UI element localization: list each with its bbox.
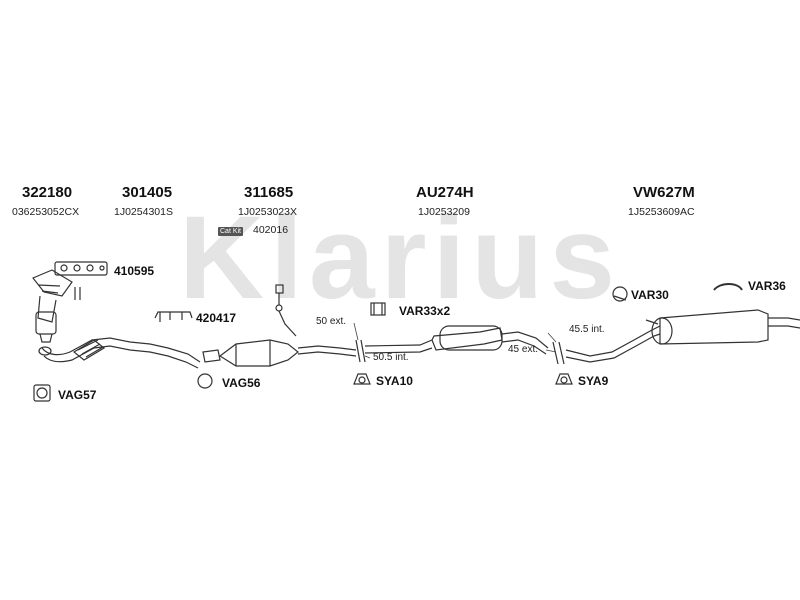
front-pipe-icon — [38, 337, 201, 369]
manifold-gasket-icon — [54, 261, 108, 276]
part-number-322180: 322180 — [22, 184, 73, 201]
oem-number-322180: 036253052CX — [12, 206, 80, 218]
label-sya10: SYA10 — [376, 374, 413, 388]
dim-45-ext: 45 ext. — [508, 344, 539, 355]
label-var33x2: VAR33x2 — [399, 304, 451, 318]
cat-kit-badge: Cat Kit — [218, 227, 244, 236]
rear-muffler-icon — [565, 309, 800, 363]
sya9-hanger-icon — [555, 373, 573, 385]
vag56-gasket-icon — [197, 373, 213, 389]
cat-flange-icon — [202, 349, 221, 363]
var30-mount-icon — [612, 286, 628, 302]
split-mark-2 — [552, 341, 565, 365]
oem-number-311685: 1J0253023X — [238, 206, 297, 218]
dim-45-5-int: 45.5 int. — [569, 324, 605, 335]
middle-pipe-icon — [364, 325, 549, 355]
bracket-420417-icon — [154, 311, 193, 322]
catalytic-converter-icon — [218, 339, 357, 367]
bolt-icon — [74, 287, 81, 300]
part-number-vw627m: VW627M — [633, 184, 695, 201]
dim-50-5-int: 50.5 int. — [373, 352, 409, 363]
label-var30: VAR30 — [631, 288, 669, 302]
label-sya9: SYA9 — [578, 374, 609, 388]
label-420417: 420417 — [196, 311, 237, 325]
cat-kit-number: 402016 — [253, 224, 289, 236]
oem-number-301405: 1J0254301S — [114, 206, 173, 218]
watermark-text: Klarius — [179, 192, 621, 324]
label-var36: VAR36 — [748, 279, 786, 293]
var36-hanger-icon — [713, 283, 743, 291]
lambda-sensor-icon — [275, 284, 297, 337]
oem-number-vw627m: 1J5253609AC — [628, 206, 695, 218]
split-mark-1 — [355, 339, 366, 363]
label-410595: 410595 — [114, 264, 155, 278]
var33-clamp-icon — [370, 302, 386, 316]
exhaust-manifold-icon — [32, 269, 73, 343]
part-number-311685: 311685 — [244, 184, 294, 201]
part-number-au274h: AU274H — [416, 184, 474, 201]
oem-number-au274h: 1J0253209 — [418, 206, 470, 218]
sya10-hanger-icon — [353, 373, 371, 385]
dim-50-ext: 50 ext. — [316, 316, 347, 327]
part-number-301405: 301405 — [122, 184, 173, 201]
label-vag57: VAG57 — [58, 388, 97, 402]
label-vag56: VAG56 — [222, 376, 261, 390]
vag57-gasket-icon — [33, 384, 51, 402]
